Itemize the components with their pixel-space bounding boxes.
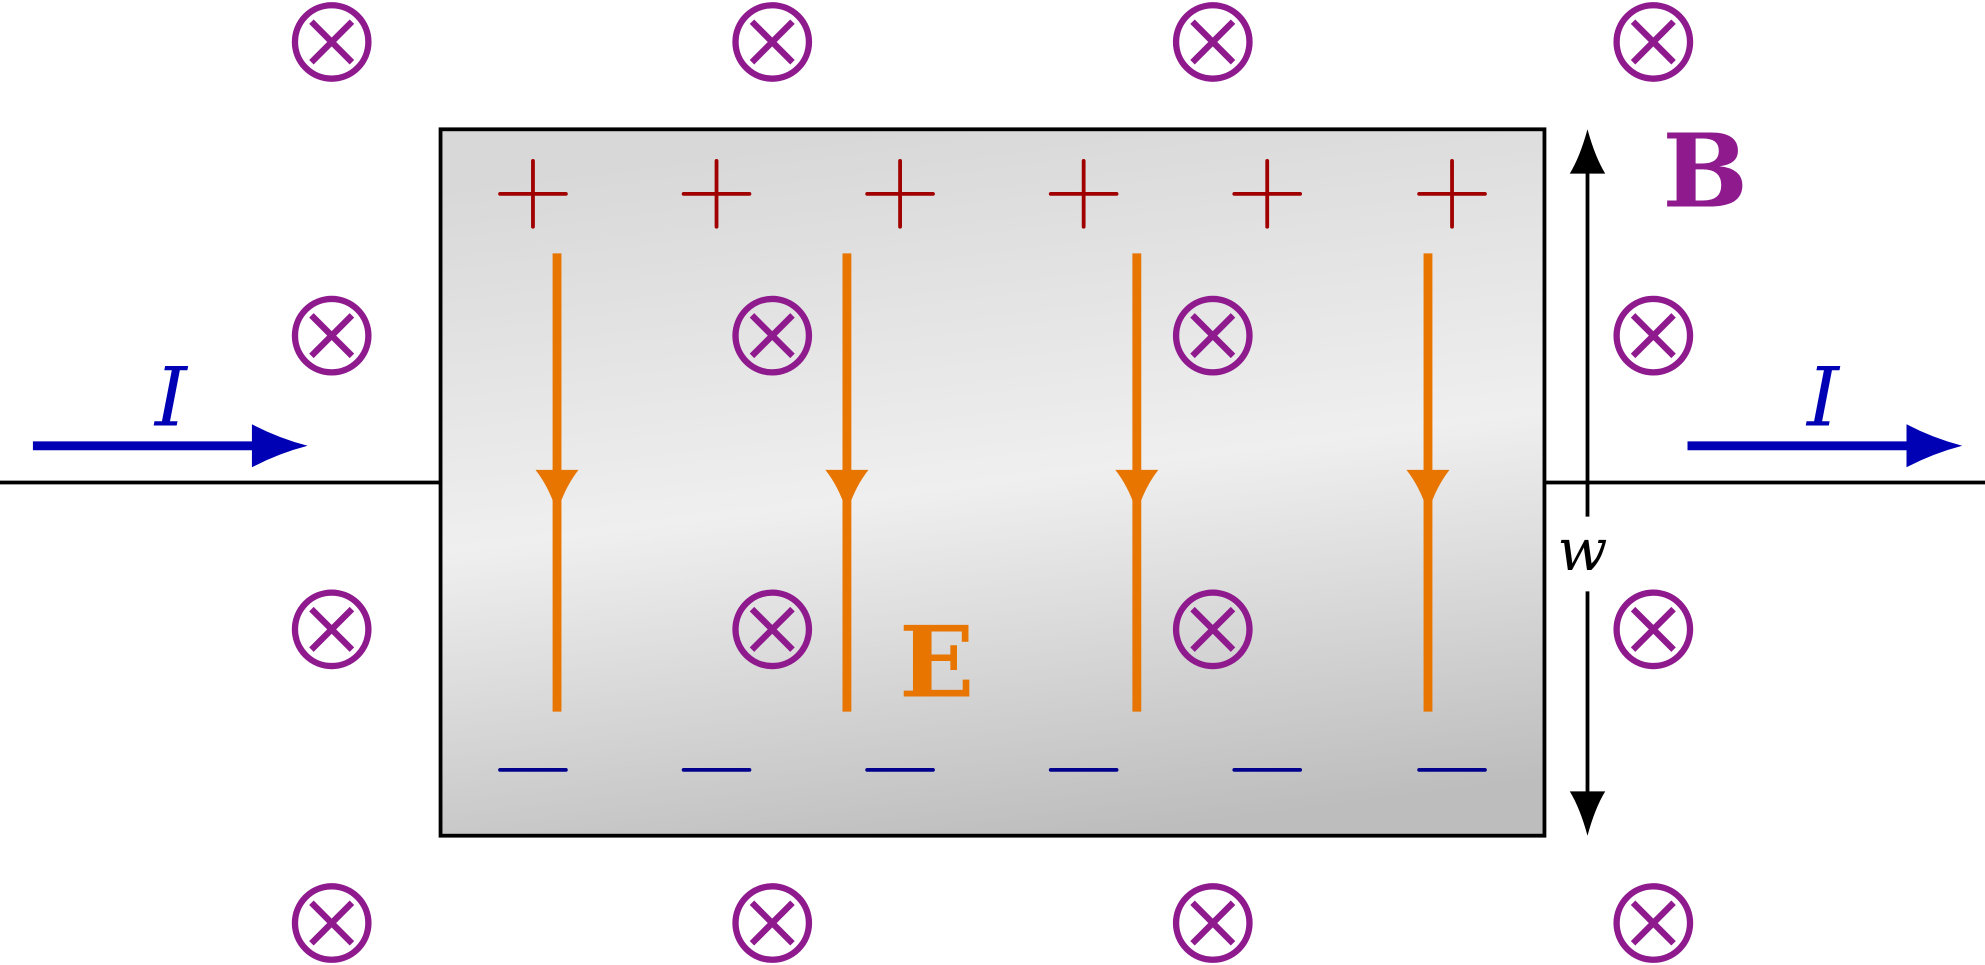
current-arrow-right: I bbox=[1687, 352, 1963, 468]
field-line bbox=[1406, 253, 1450, 712]
surface-charges bbox=[498, 159, 1487, 772]
field-into-page-icon bbox=[1613, 295, 1694, 376]
field-into-page-icon bbox=[1172, 295, 1253, 376]
plus-charge-icon bbox=[1417, 159, 1487, 229]
current-arrow-left: I bbox=[32, 352, 308, 468]
arrow-down-icon bbox=[1569, 791, 1606, 836]
arrowhead-icon bbox=[825, 469, 869, 513]
field-into-page-icon bbox=[732, 589, 813, 670]
field-line bbox=[1115, 253, 1159, 712]
current-label-right: I bbox=[1805, 352, 1841, 446]
plus-charge-icon bbox=[865, 159, 935, 229]
plus-charge-icon bbox=[1048, 159, 1119, 229]
arrowhead-icon bbox=[251, 424, 308, 468]
electric-field-lines bbox=[535, 253, 1450, 712]
field-into-page-icon bbox=[1613, 883, 1694, 963]
plus-charge-icon bbox=[681, 159, 752, 229]
field-into-page-icon bbox=[732, 2, 813, 82]
field-into-page-icon bbox=[1172, 2, 1253, 82]
arrowhead-icon bbox=[535, 469, 579, 513]
conductor-slab bbox=[438, 127, 1547, 838]
field-into-page-icon bbox=[732, 295, 813, 376]
field-line bbox=[535, 253, 579, 712]
field-into-page-icon bbox=[291, 589, 372, 670]
field-into-page-icon bbox=[1172, 589, 1253, 670]
arrowhead-icon bbox=[1906, 424, 1963, 468]
arrowhead-icon bbox=[1115, 469, 1159, 513]
magnetic-field-label: B bbox=[1662, 112, 1748, 231]
width-label: w bbox=[1558, 516, 1608, 584]
field-into-page-icon bbox=[291, 295, 372, 376]
electric-field-label: E bbox=[899, 604, 974, 720]
arrowhead-icon bbox=[1406, 469, 1450, 513]
plus-charge-icon bbox=[1232, 159, 1303, 229]
magnetic-field-markers bbox=[291, 2, 1694, 963]
field-into-page-icon bbox=[291, 883, 372, 963]
width-dimension: w bbox=[1558, 129, 1608, 836]
field-into-page-icon bbox=[732, 883, 813, 963]
arrow-up-icon bbox=[1569, 129, 1606, 174]
plus-charge-icon bbox=[498, 159, 568, 229]
field-into-page-icon bbox=[1613, 2, 1694, 82]
field-into-page-icon bbox=[291, 2, 372, 82]
field-line bbox=[825, 253, 869, 712]
field-into-page-icon bbox=[1172, 883, 1253, 963]
field-into-page-icon bbox=[1613, 589, 1694, 670]
current-label-left: I bbox=[153, 352, 189, 446]
